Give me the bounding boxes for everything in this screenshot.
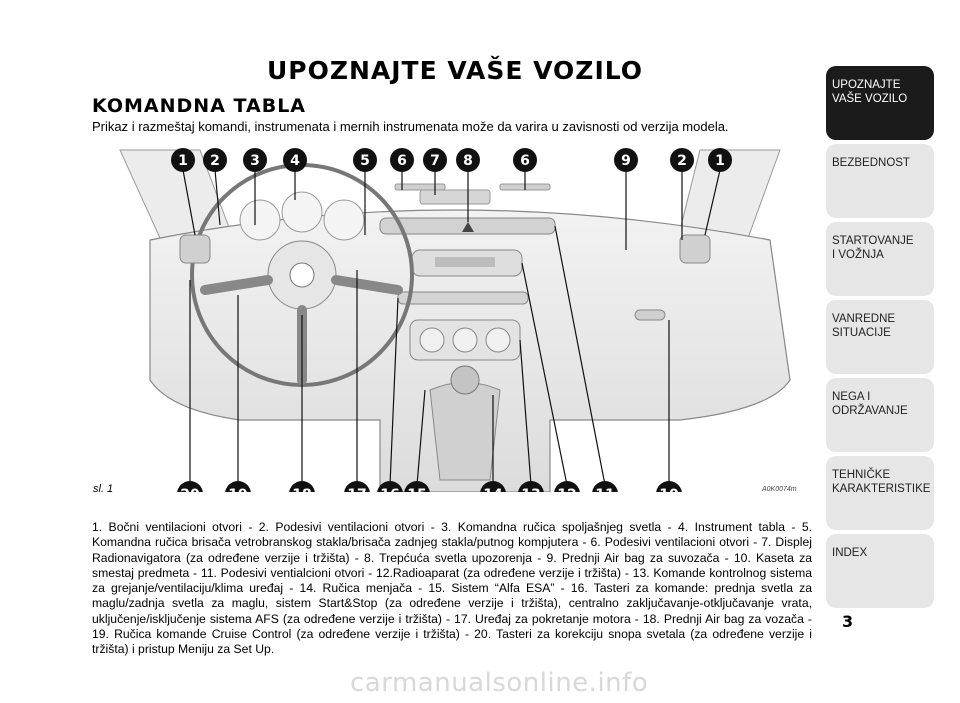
svg-text:5: 5 xyxy=(360,153,370,169)
glovebox-handle xyxy=(635,310,665,320)
svg-text:8: 8 xyxy=(463,153,473,169)
callout-top-8: 8 xyxy=(456,148,480,172)
callout-bottom-11: 11 xyxy=(592,481,618,492)
left-side-vent xyxy=(180,235,210,263)
instrument-gauge-center xyxy=(282,192,322,232)
callout-bottom-18: 18 xyxy=(289,481,315,492)
svg-text:15: 15 xyxy=(407,487,426,492)
svg-text:2: 2 xyxy=(210,153,220,169)
svg-text:19: 19 xyxy=(228,487,247,492)
tab-tehnicke-karakteristike[interactable]: TEHNIČKE KARAKTERISTIKE xyxy=(826,456,934,530)
right-side-vent xyxy=(680,235,710,263)
display xyxy=(420,190,490,204)
callout-top-2: 2 xyxy=(203,148,227,172)
callout-top-3: 3 xyxy=(243,148,267,172)
callout-top-5: 5 xyxy=(353,148,377,172)
callout-top-1: 1 xyxy=(171,148,195,172)
page-number: 3 xyxy=(842,612,853,631)
tab-nega-i-odrzavanje[interactable]: NEGA I ODRŽAVANJE xyxy=(826,378,934,452)
tab-upoznajte-vase-vozilo[interactable]: UPOZNAJTE VAŠE VOZILO xyxy=(826,66,934,140)
tab-startovanje-i-voznja[interactable]: STARTOVANJE I VOŽNJA xyxy=(826,222,934,296)
callout-bottom-10: 10 xyxy=(656,481,682,492)
svg-text:10: 10 xyxy=(659,487,679,492)
figure-legend: 1. Bočni ventilacioni otvori - 2. Podesi… xyxy=(92,520,812,658)
chapter-sidebar: UPOZNAJTE VAŠE VOZILO BEZBEDNOST STARTOV… xyxy=(826,66,934,612)
callout-bottom-12: 12 xyxy=(554,481,580,492)
callout-top-6a: 6 xyxy=(390,148,414,172)
svg-text:9: 9 xyxy=(621,153,631,169)
button-row xyxy=(398,292,528,304)
callout-bottom-17: 17 xyxy=(344,481,370,492)
figure-caption: sl. 1 xyxy=(93,483,113,495)
svg-text:6: 6 xyxy=(520,153,530,169)
watermark: carmanualsonline.info xyxy=(350,668,648,698)
callout-bottom-19: 19 xyxy=(225,481,251,492)
svg-text:1: 1 xyxy=(178,153,188,169)
svg-text:12: 12 xyxy=(557,487,576,492)
svg-text:17: 17 xyxy=(347,487,366,492)
intro-text: Prikaz i razmeštaj komandi, instrumenata… xyxy=(92,119,729,134)
svg-text:20: 20 xyxy=(180,487,200,492)
callout-top-6b: 6 xyxy=(513,148,537,172)
callout-top-2b: 2 xyxy=(670,148,694,172)
tab-vanredne-situacije[interactable]: VANREDNE SITUACIJE xyxy=(826,300,934,374)
svg-text:1: 1 xyxy=(715,153,725,169)
svg-text:4: 4 xyxy=(290,153,300,169)
gear-boot xyxy=(430,383,500,481)
instrument-gauge-right xyxy=(324,200,364,240)
section-title: KOMANDNA TABLA xyxy=(92,95,306,117)
svg-text:11: 11 xyxy=(595,487,614,492)
svg-text:13: 13 xyxy=(521,487,540,492)
callout-top-9: 9 xyxy=(614,148,638,172)
callout-top-4: 4 xyxy=(283,148,307,172)
figure-code: A0K0074m xyxy=(762,486,797,493)
tab-bezbednost[interactable]: BEZBEDNOST xyxy=(826,144,934,218)
callout-top-1b: 1 xyxy=(708,148,732,172)
tab-index[interactable]: INDEX xyxy=(826,534,934,608)
page-title: UPOZNAJTE VAŠE VOZILO xyxy=(230,56,680,85)
callout-bottom-20: 20 xyxy=(177,481,203,492)
svg-text:14: 14 xyxy=(483,487,503,492)
svg-text:16: 16 xyxy=(380,487,399,492)
instrument-gauge-left xyxy=(240,200,280,240)
dashboard-illustration: 1 2 3 4 5 6 7 8 6 9 2 1 20 19 18 17 16 1… xyxy=(80,140,820,492)
svg-text:7: 7 xyxy=(430,153,440,169)
gear-knob xyxy=(451,366,479,394)
svg-text:6: 6 xyxy=(397,153,407,169)
callout-top-7: 7 xyxy=(423,148,447,172)
svg-text:2: 2 xyxy=(677,153,687,169)
svg-text:3: 3 xyxy=(250,153,260,169)
svg-text:18: 18 xyxy=(292,487,311,492)
